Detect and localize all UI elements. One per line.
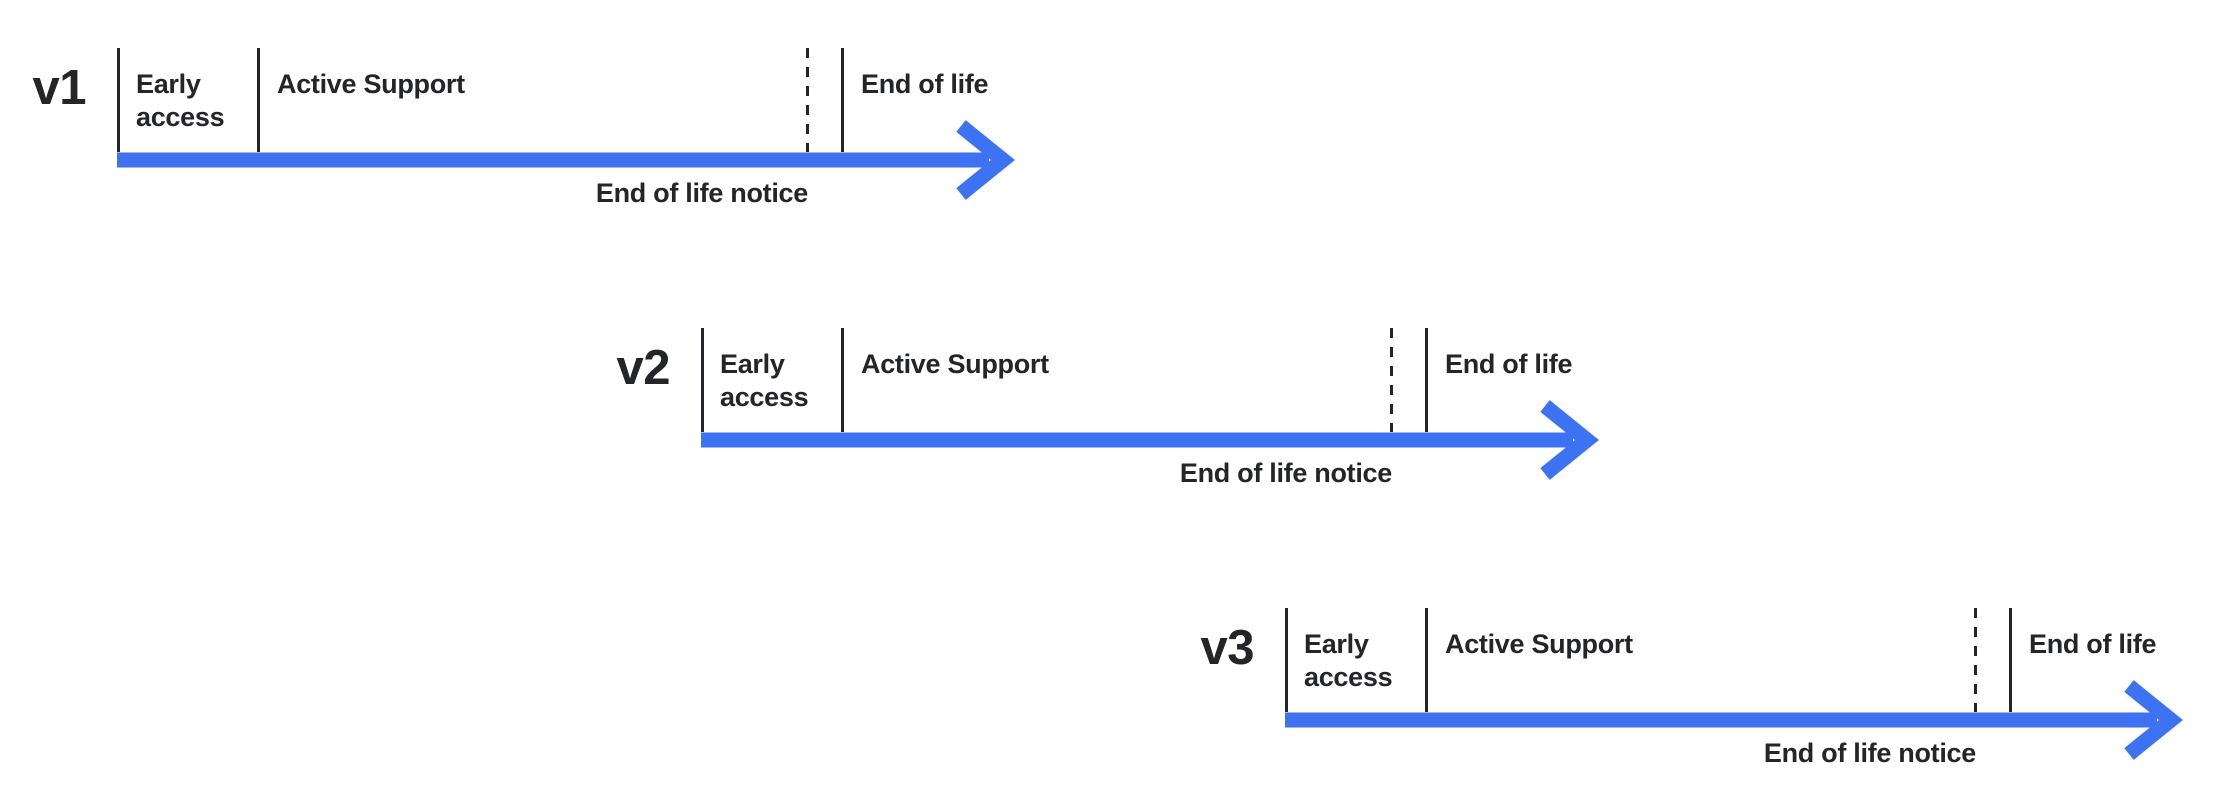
active-support-start-tick xyxy=(257,48,260,152)
timeline-v2: v2 Early access Active Support End of li… xyxy=(584,308,1654,508)
version-label-v3: v3 xyxy=(1200,621,1254,675)
early-access-start-tick xyxy=(117,48,120,152)
end-of-life-label: End of life xyxy=(1445,349,1573,379)
end-of-life-notice-label: End of life notice xyxy=(1763,738,1976,768)
active-support-label: Active Support xyxy=(277,69,465,99)
eol-notice-dashed-line xyxy=(1390,328,1393,432)
early-access-start-tick xyxy=(1285,608,1288,712)
active-support-label: Active Support xyxy=(1445,629,1633,659)
early-access-start-tick xyxy=(701,328,704,432)
early-access-label: Early access xyxy=(720,349,809,412)
version-label-v1: v1 xyxy=(32,61,86,115)
end-of-life-label: End of life xyxy=(861,69,989,99)
timeline-v1: v1 Early access Active Support End of li… xyxy=(0,28,1070,228)
end-of-life-tick xyxy=(2009,608,2012,712)
active-support-start-tick xyxy=(841,328,844,432)
version-label-v2: v2 xyxy=(616,341,670,395)
end-of-life-label: End of life xyxy=(2029,629,2157,659)
end-of-life-notice-label: End of life notice xyxy=(595,178,808,208)
early-access-label: Early access xyxy=(136,69,225,132)
end-of-life-notice-label: End of life notice xyxy=(1179,458,1392,488)
eol-notice-dashed-line xyxy=(806,48,809,152)
timeline-v3: v3 Early access Active Support End of li… xyxy=(1168,588,2228,788)
active-support-start-tick xyxy=(1425,608,1428,712)
timeline-arrow-icon xyxy=(1285,680,2183,760)
early-access-label: Early access xyxy=(1304,629,1393,692)
timeline-arrow-icon xyxy=(701,400,1599,480)
end-of-life-tick xyxy=(1425,328,1428,432)
end-of-life-tick xyxy=(841,48,844,152)
timeline-arrow-icon xyxy=(117,120,1015,200)
eol-notice-dashed-line xyxy=(1974,608,1977,712)
active-support-label: Active Support xyxy=(861,349,1049,379)
